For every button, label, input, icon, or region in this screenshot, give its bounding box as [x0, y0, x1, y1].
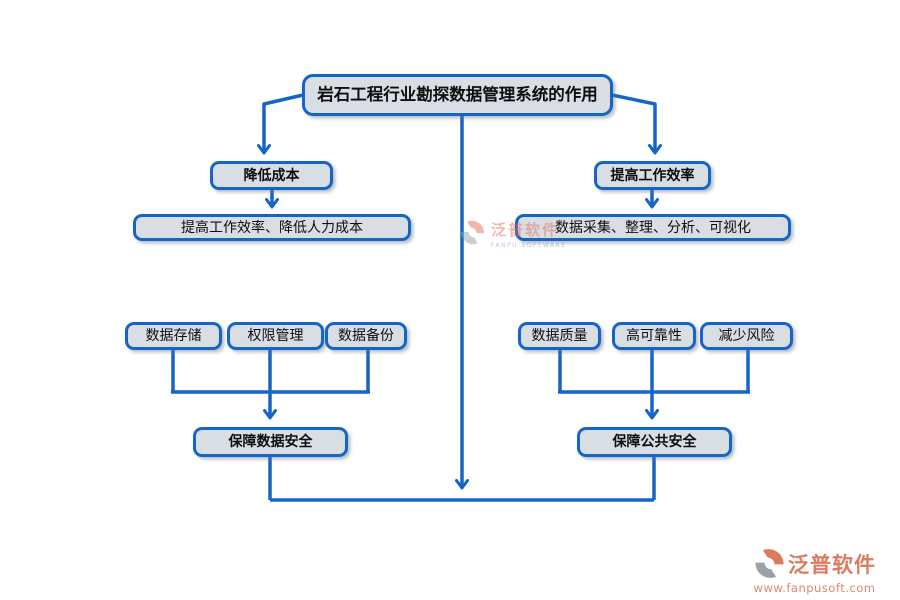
node-reduce-cost: 降低成本: [210, 161, 333, 190]
node-title: 岩石工程行业勘探数据管理系统的作用: [302, 74, 613, 116]
node-efficiency-detail: 数据采集、整理、分析、可视化: [515, 214, 791, 241]
node-data-backup: 数据备份: [325, 322, 407, 350]
node-permission-management: 权限管理: [227, 322, 324, 350]
arrow-title-to-cost: [257, 93, 304, 155]
footer-brand: 泛普软件: [788, 552, 876, 577]
footer-website: www.fanpusoft.com: [753, 581, 876, 595]
node-data-quality: 数据质量: [518, 322, 601, 350]
node-improve-efficiency: 提高工作效率: [594, 161, 711, 190]
node-data-security-result: 保障数据安全: [193, 427, 348, 457]
node-public-safety-result: 保障公共安全: [577, 427, 732, 457]
node-reduce-risk: 减少风险: [700, 322, 793, 350]
node-cost-detail: 提高工作效率、降低人力成本: [133, 214, 411, 241]
fanpu-logo-icon: [755, 549, 784, 578]
node-high-reliability: 高可靠性: [612, 322, 696, 350]
arrow-title-to-efficiency: [611, 93, 662, 155]
node-data-storage: 数据存储: [125, 322, 222, 350]
footer-logo: 泛普软件 www.fanpusoft.com: [753, 547, 876, 595]
